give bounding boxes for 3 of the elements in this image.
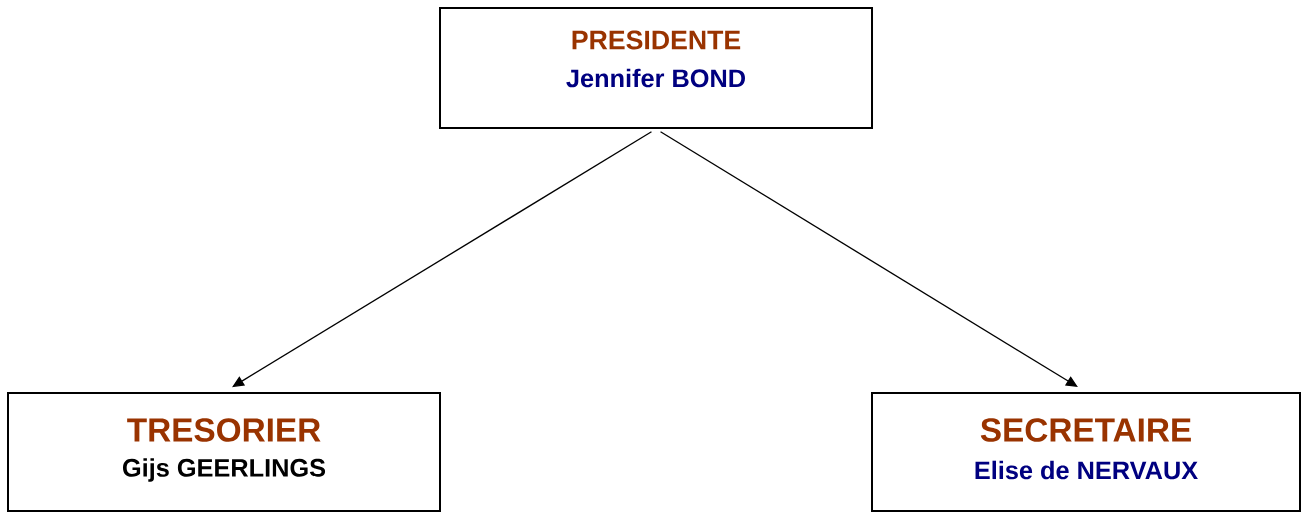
title-box: TRESORIER Gijs GEERLINGS [7, 392, 441, 512]
title-box: SECRETAIRE Elise de NERVAUX [871, 392, 1301, 512]
title-box: PRESIDENTE Jennifer BOND [439, 7, 873, 129]
